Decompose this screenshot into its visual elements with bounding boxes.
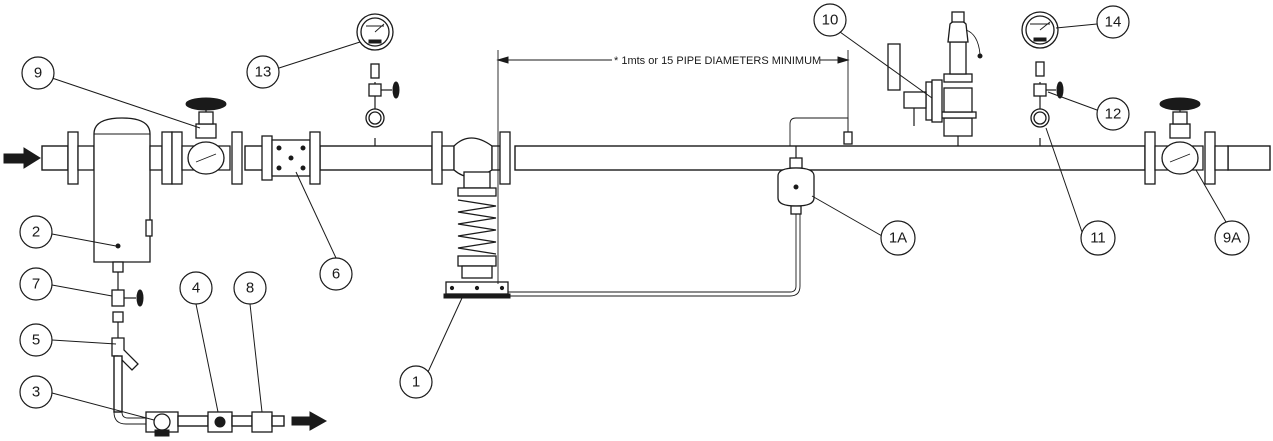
callout-13 — [246, 55, 280, 89]
pressure-gauge-14 — [1021, 11, 1064, 146]
sensing-pot-1A — [777, 117, 853, 215]
drain-line — [111, 272, 328, 437]
callout-label-5: 5 — [32, 332, 40, 349]
callout-12 — [1096, 97, 1130, 131]
callout-label-1A: 1A — [889, 230, 907, 247]
callout-label-3: 3 — [32, 384, 40, 401]
callout-9 — [21, 56, 55, 90]
distance-annotation: * 1mts or 15 PIPE DIAMETERS MINIMUM — [614, 55, 821, 67]
callout-label-11: 11 — [1090, 230, 1106, 247]
globe-valve-9 — [171, 97, 243, 185]
callout-1 — [399, 365, 433, 399]
callout-label-2: 2 — [32, 224, 40, 241]
callouts: 9 13 10 14 12 2 7 6 4 8 — [19, 3, 1250, 421]
callout-3 — [19, 375, 53, 409]
inlet-arrow — [3, 147, 41, 169]
callout-label-10: 10 — [822, 12, 839, 29]
callout-label-9A: 9A — [1223, 230, 1241, 247]
callout-14 — [1096, 5, 1130, 39]
strainer-6 — [261, 131, 321, 185]
sensing-line — [508, 214, 801, 297]
separator-2 — [67, 117, 173, 273]
callout-label-13: 13 — [255, 64, 272, 81]
callout-label-1: 1 — [412, 374, 420, 391]
callout-label-12: 12 — [1105, 106, 1122, 123]
spring-coil — [457, 187, 497, 279]
dimension-line — [496, 50, 850, 284]
reducing-valve-1 — [431, 131, 511, 299]
safety-valve-10 — [887, 11, 983, 146]
callout-label-8: 8 — [246, 280, 254, 297]
globe-valve-9A — [1144, 97, 1229, 185]
callout-5 — [19, 323, 53, 357]
callout-2 — [19, 215, 53, 249]
callout-9A — [1214, 220, 1250, 256]
callout-label-6: 6 — [332, 266, 340, 283]
callout-label-7: 7 — [32, 276, 40, 293]
callout-8 — [233, 271, 267, 305]
callout-7 — [19, 267, 53, 301]
callout-11 — [1080, 220, 1116, 256]
main-pipeline — [41, 145, 1271, 171]
callout-label-4: 4 — [192, 280, 200, 297]
pressure-gauge-13 — [356, 13, 400, 146]
callout-6 — [319, 257, 353, 291]
callout-1A — [880, 220, 916, 256]
callout-4 — [179, 271, 213, 305]
callout-label-14: 14 — [1105, 14, 1122, 31]
callout-label-9: 9 — [34, 65, 42, 82]
callout-10 — [813, 3, 847, 37]
